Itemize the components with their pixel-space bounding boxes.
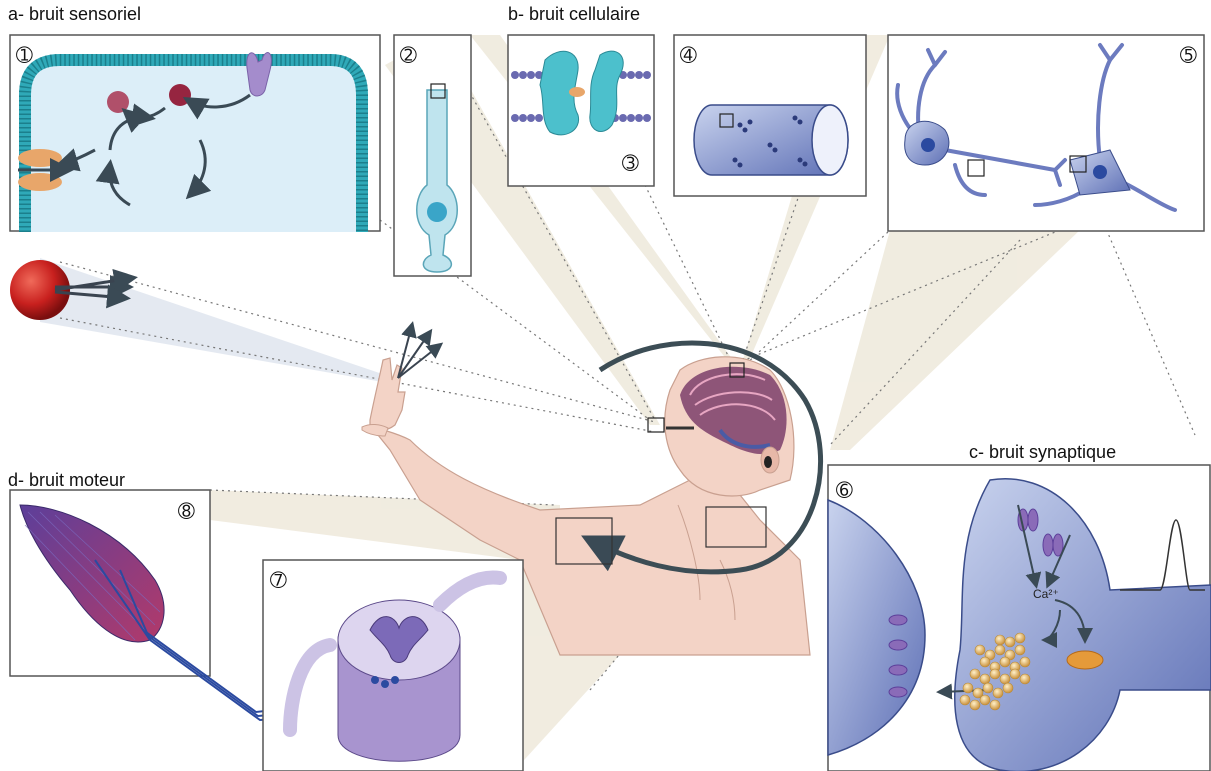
panel-number-5: ➄ [1180,43,1197,67]
panel-number-1: ➀ [16,43,33,67]
panel-6-synapse: Ca²⁺ ➅ [828,465,1211,771]
calcium-label: Ca²⁺ [1033,587,1059,601]
panel-3-ion-channel: ➂ [508,35,654,186]
gaze-cone [40,258,400,385]
panel-7-spinal-cord: ➆ [263,560,523,771]
panel-5-neuron-pair: ➄ [888,35,1204,231]
panel-number-3: ➂ [622,151,639,175]
panel-2-photoreceptor: ➁ [394,35,471,276]
panel-1-sensory-cell: ➀ [10,35,380,232]
panel-number-8: ➇ [178,499,195,523]
hand-arrows [398,325,440,378]
panel-number-7: ➆ [270,568,287,592]
panel-number-2: ➁ [400,43,417,67]
panel-number-6: ➅ [836,478,853,502]
panel-4-axon-segment: ➃ [674,35,866,196]
panel-number-4: ➃ [680,43,697,67]
